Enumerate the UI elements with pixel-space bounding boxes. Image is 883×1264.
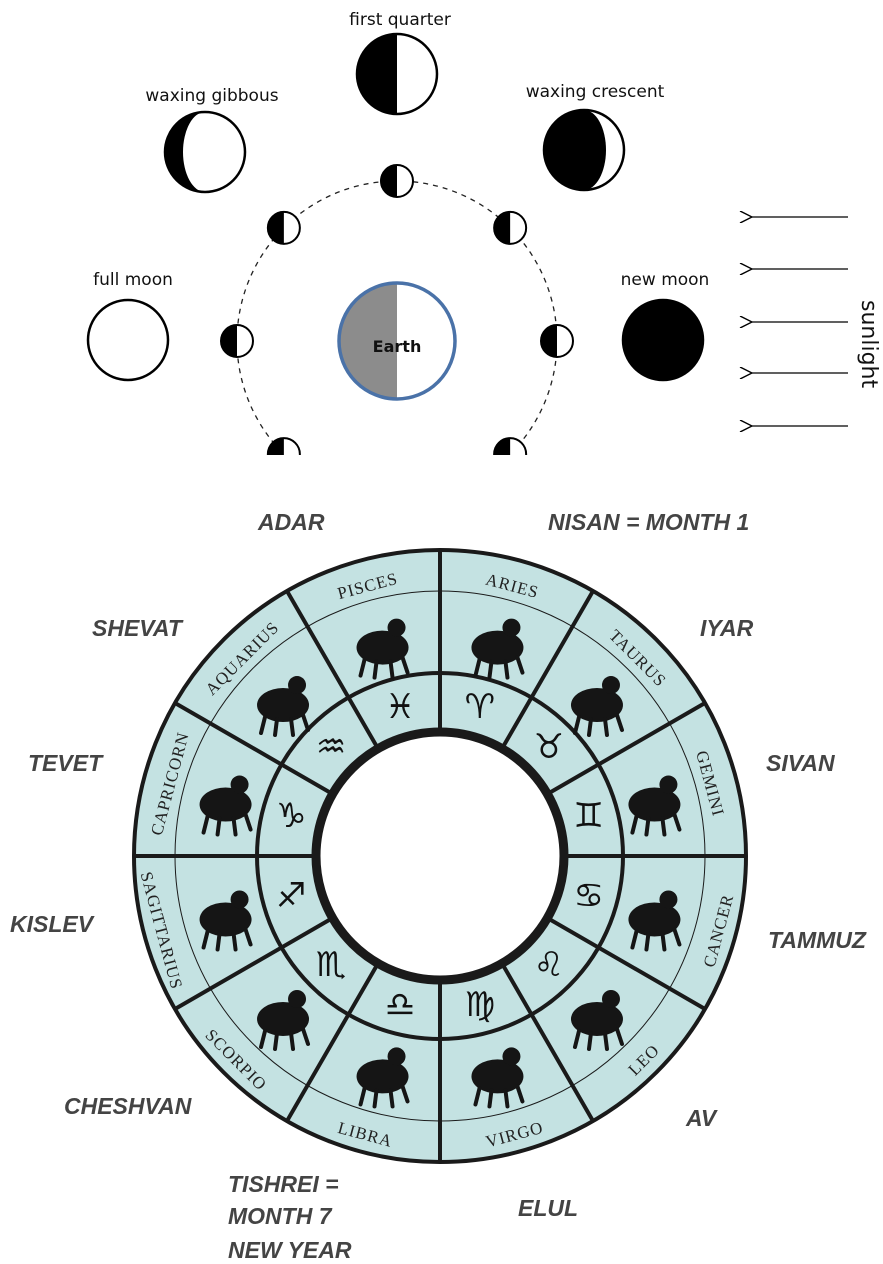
month-label-tishrei-new-year: NEW YEAR: [228, 1237, 352, 1263]
moon-phase-diagram: Earth first quarter waxing gibbous waxin…: [88, 10, 881, 501]
libra-glyph-icon: ♎: [385, 985, 415, 1025]
wheel-center-hole: [316, 732, 564, 980]
month-label-tishrei: TISHREI =: [228, 1171, 339, 1197]
month-label-tishrei-month: MONTH 7: [228, 1203, 333, 1229]
aries-glyph-icon: ♈: [465, 687, 495, 727]
zodiac-wheel: ARIESTAURUSGEMINICANCERLEOVIRGOLIBRASCOR…: [134, 550, 746, 1162]
month-label-sivan: SIVAN: [766, 750, 835, 776]
sunlight-arrows: [752, 217, 848, 426]
month-label-iyar: IYAR: [700, 615, 754, 641]
gemini-glyph-icon: ♊: [574, 796, 604, 836]
month-label-cheshvan: CHESHVAN: [64, 1093, 192, 1119]
new-moon-icon: [623, 300, 703, 380]
month-label-tevet: TEVET: [28, 750, 104, 776]
full-moon-label: full moon: [93, 270, 173, 290]
month-label-av: AV: [685, 1105, 718, 1131]
aquarius-glyph-icon: ♒: [316, 727, 346, 767]
orbit-moon-icon: [381, 165, 413, 197]
orbit-moon-icon: [541, 325, 573, 357]
month-label-tammuz: TAMMUZ: [768, 927, 867, 953]
month-label-nisan: NISAN = MONTH 1: [548, 509, 749, 535]
orbit-moon-icon: [268, 438, 300, 470]
orbit-moon-icon: [268, 212, 300, 244]
virgo-glyph-icon: ♍: [465, 985, 495, 1025]
waxing-gibbous-moon-icon: [165, 112, 245, 192]
pisces-glyph-icon: ♓: [385, 687, 415, 727]
new-moon-label: new moon: [621, 270, 710, 290]
month-label-shevat: SHEVAT: [92, 615, 184, 641]
sagittarius-glyph-icon: ♐: [276, 876, 306, 916]
orbit-moon-icon: [494, 438, 526, 470]
waxing-crescent-moon-icon: [544, 110, 624, 190]
earth-label: Earth: [373, 337, 422, 356]
waxing-crescent-label: waxing crescent: [526, 82, 665, 102]
orbit-moon-icon: [494, 212, 526, 244]
leo-glyph-icon: ♌: [534, 945, 564, 985]
orbit-moon-icon: [221, 325, 253, 357]
waxing-gibbous-label: waxing gibbous: [145, 86, 278, 106]
sunlight-label: sunlight: [856, 300, 881, 388]
capricorn-glyph-icon: ♑: [276, 796, 306, 836]
taurus-glyph-icon: ♉: [534, 727, 564, 767]
month-label-elul: ELUL: [518, 1195, 578, 1221]
month-label-kislev: KISLEV: [10, 911, 95, 937]
full-moon-icon: [88, 300, 168, 380]
first-quarter-label: first quarter: [349, 10, 451, 30]
first-quarter-moon-icon: [357, 34, 437, 114]
scorpio-glyph-icon: ♏: [316, 945, 346, 985]
earth: Earth: [339, 283, 455, 399]
month-label-adar: ADAR: [257, 509, 325, 535]
cancer-glyph-icon: ♋: [574, 876, 604, 916]
